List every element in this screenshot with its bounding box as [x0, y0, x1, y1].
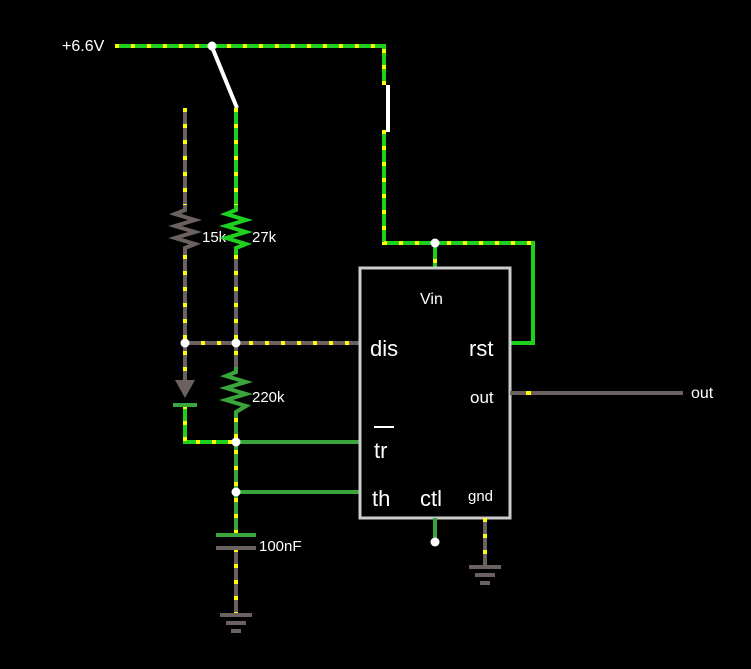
junction-dis-mid [231, 338, 241, 348]
resistor-15k-label: 15k [202, 229, 227, 246]
pin-vin-label: Vin [420, 291, 443, 308]
toggle-switch[interactable] [210, 46, 239, 109]
supply-label: +6.6V [62, 38, 105, 55]
resistor-27k[interactable] [219, 205, 253, 255]
ctl-terminal [430, 537, 440, 547]
pin-tr-label: tr [374, 438, 387, 463]
supply-rail[interactable] [115, 44, 386, 85]
left-branch-wire[interactable] [183, 108, 360, 444]
pin-rst-label: rst [469, 336, 493, 361]
ground-symbol-left [220, 613, 252, 633]
capacitor-100nf[interactable] [216, 533, 256, 550]
junction-dis-left [180, 338, 190, 348]
pin-th-label: th [372, 486, 390, 511]
junction-tr [231, 437, 241, 447]
resistor-220k-label: 220k [252, 389, 285, 406]
ground-symbol-right [469, 565, 501, 585]
output-label: out [691, 385, 714, 402]
pin-ctl-label: ctl [420, 486, 442, 511]
pin-gnd-label: gnd [468, 488, 493, 505]
junction-vin [430, 238, 440, 248]
junction-th [231, 487, 241, 497]
pin-dis-label: dis [370, 336, 398, 361]
capacitor-label: 100nF [259, 538, 302, 555]
resistor-27k-label: 27k [252, 229, 277, 246]
diode[interactable] [173, 380, 197, 407]
pin-out-label: out [470, 388, 494, 407]
junction-switch [207, 41, 217, 51]
resistor-15k[interactable] [168, 205, 202, 255]
resistor-220k[interactable] [219, 367, 253, 418]
